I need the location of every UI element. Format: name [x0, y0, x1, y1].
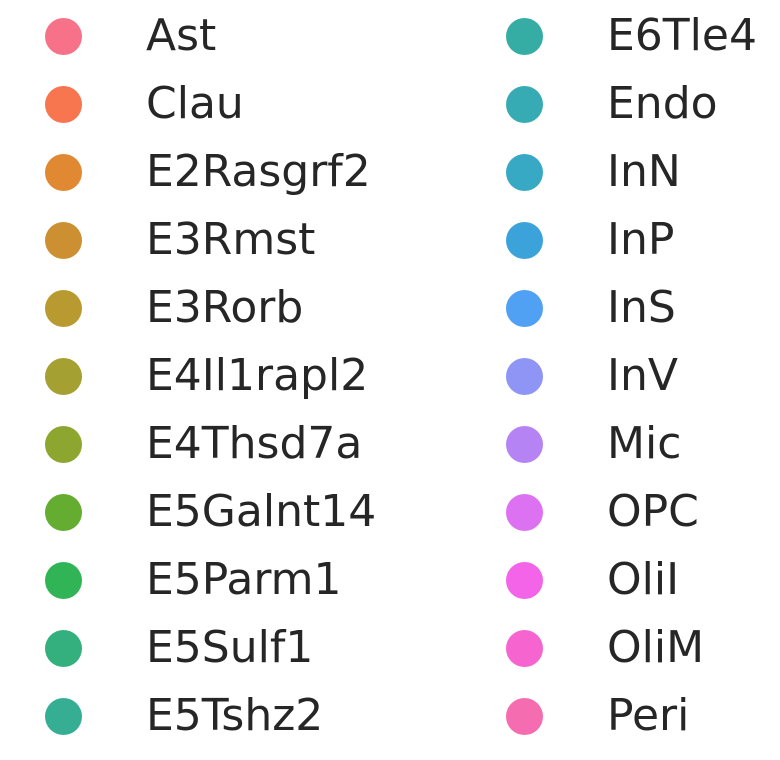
legend-item: E6Tle4 [461, 2, 780, 70]
legend-marker [506, 698, 543, 735]
legend-marker [506, 154, 543, 191]
legend-item: Ast [0, 2, 319, 70]
legend-item: E5Parm1 [0, 546, 342, 614]
legend-label: E6Tle4 [607, 10, 757, 61]
legend-item: InV [461, 342, 780, 410]
legend-label: E5Sulf1 [146, 622, 314, 673]
legend-item: InN [461, 138, 780, 206]
legend-marker [506, 290, 543, 327]
legend-label: E3Rorb [146, 282, 304, 333]
legend-item: Clau [0, 70, 319, 138]
legend-label: InP [607, 214, 675, 265]
legend-marker [506, 630, 543, 667]
legend-marker [45, 18, 82, 55]
legend-item: E2Rasgrf2 [0, 138, 371, 206]
legend-label: OPC [607, 486, 699, 537]
legend-item: E4Il1rapl2 [0, 342, 368, 410]
legend-label: Peri [607, 690, 690, 741]
legend-label: E4Thsd7a [146, 418, 363, 469]
legend-marker [506, 222, 543, 259]
legend-label: InN [607, 146, 681, 197]
legend-item: E3Rorb [0, 274, 319, 342]
legend-marker [506, 494, 543, 531]
legend-marker [45, 426, 82, 463]
legend-item: OliM [461, 614, 780, 682]
legend-label: E5Parm1 [146, 554, 342, 605]
legend-marker [506, 358, 543, 395]
legend-marker [45, 154, 82, 191]
legend-marker [506, 562, 543, 599]
legend-marker [45, 630, 82, 667]
legend-label: E5Galnt14 [146, 486, 377, 537]
legend-marker [506, 18, 543, 55]
legend-label: E4Il1rapl2 [146, 350, 369, 401]
legend-item: E5Sulf1 [0, 614, 319, 682]
legend-item: E5Galnt14 [0, 478, 376, 546]
legend-item: OPC [461, 478, 780, 546]
legend-item: E4Thsd7a [0, 410, 362, 478]
legend-label: OliM [607, 622, 705, 673]
legend-marker [45, 562, 82, 599]
legend-label: E5Tshz2 [146, 690, 324, 741]
legend-label: InV [607, 350, 678, 401]
legend-label: E3Rmst [146, 214, 316, 265]
legend-label: OliI [607, 554, 680, 605]
legend-item: Mic [461, 410, 780, 478]
legend-label: Endo [607, 78, 718, 129]
legend-marker [506, 86, 543, 123]
legend-marker [506, 426, 543, 463]
legend-marker [45, 358, 82, 395]
legend-item: E3Rmst [0, 206, 319, 274]
legend-marker [45, 698, 82, 735]
legend-item: Endo [461, 70, 780, 138]
legend-item: InS [461, 274, 780, 342]
legend-label: Clau [146, 78, 244, 129]
legend-marker [45, 494, 82, 531]
legend-marker [45, 290, 82, 327]
legend-label: InS [607, 282, 676, 333]
legend-item: InP [461, 206, 780, 274]
legend-item: Peri [461, 682, 780, 750]
legend-label: E2Rasgrf2 [146, 146, 371, 197]
legend-item: OliI [461, 546, 780, 614]
legend-label: Ast [146, 10, 217, 61]
legend-marker [45, 222, 82, 259]
legend-item: E5Tshz2 [0, 682, 323, 750]
legend-marker [45, 86, 82, 123]
legend-label: Mic [607, 418, 682, 469]
